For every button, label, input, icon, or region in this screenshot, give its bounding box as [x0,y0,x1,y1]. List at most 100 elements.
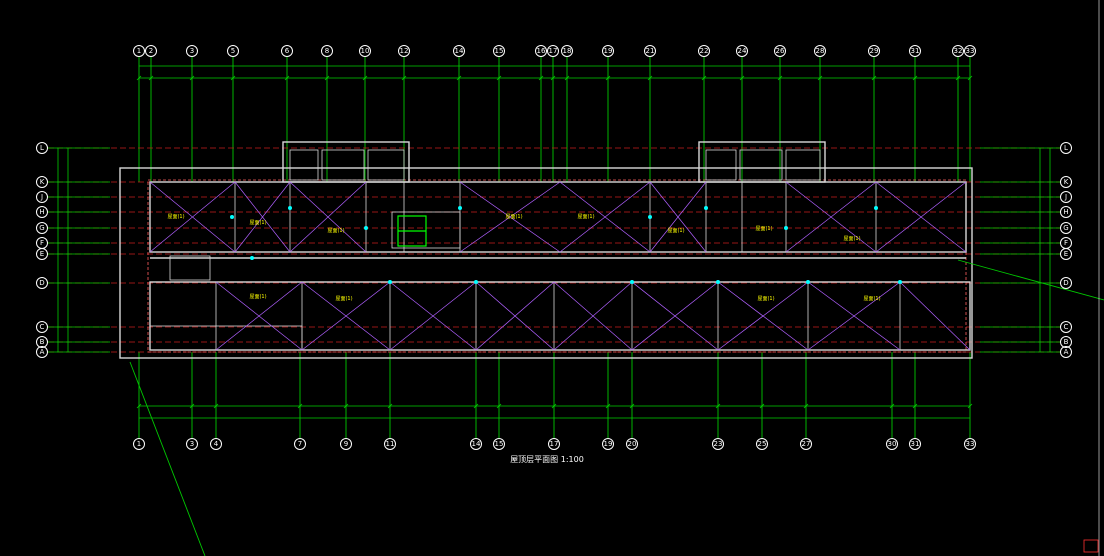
axis-bottom-23: 23 [712,438,724,450]
axis-right-H: H [1060,206,1072,218]
svg-text:30: 30 [888,440,897,448]
svg-text:15: 15 [495,440,504,448]
axis-bottom-17: 17 [548,438,560,450]
axis-left-G: G [36,222,48,234]
dimension-lines [57,65,1051,419]
svg-text:E: E [1064,250,1068,258]
svg-text:17: 17 [550,440,559,448]
svg-text:C: C [40,323,45,331]
axis-bottom-14: 14 [470,438,482,450]
axis-bottom-19: 19 [602,438,614,450]
axis-top-8: 8 [321,45,333,57]
title-block-stamp [1083,539,1099,553]
svg-text:29: 29 [870,47,879,55]
svg-text:6: 6 [285,47,290,55]
axis-bottom-25: 25 [756,438,768,450]
axis-left-F: F [36,237,48,249]
svg-text:2: 2 [149,47,153,55]
svg-text:21: 21 [646,47,655,55]
svg-text:1: 1 [137,47,141,55]
axis-top-31: 31 [909,45,921,57]
axis-right-F: F [1060,237,1072,249]
svg-text:16: 16 [537,47,546,55]
axis-bottom-15: 15 [493,438,505,450]
axis-bottom-20: 20 [626,438,638,450]
room-label: 屋面(1) [843,236,860,242]
axis-left-A: A [36,346,48,358]
drawing-title: 屋顶层平面图 1:100 [510,455,584,464]
svg-text:14: 14 [455,47,464,55]
axis-right-J: J [1060,191,1072,203]
svg-text:33: 33 [966,440,975,448]
axis-top-14: 14 [453,45,465,57]
svg-text:K: K [40,178,45,186]
axis-top-21: 21 [644,45,656,57]
room-label: 屋面(1) [167,214,184,220]
room-label: 屋面(1) [249,294,266,300]
svg-text:19: 19 [604,440,613,448]
svg-text:J: J [40,193,43,201]
svg-text:C: C [1064,323,1069,331]
axis-left-H: H [36,206,48,218]
svg-text:14: 14 [472,440,481,448]
svg-text:D: D [39,279,44,287]
axis-top-33: 33 [964,45,976,57]
axis-bottom-33: 33 [964,438,976,450]
svg-text:H: H [1063,208,1068,216]
svg-text:5: 5 [231,47,235,55]
room-label: 屋面(1) [505,214,522,220]
axis-top-29: 29 [868,45,880,57]
svg-text:22: 22 [700,47,709,55]
svg-text:33: 33 [966,47,975,55]
axis-top-32: 32 [952,45,964,57]
axis-right-E: E [1060,248,1072,260]
axis-bottom-4: 4 [210,438,222,450]
axis-right-K: K [1060,176,1072,188]
svg-text:K: K [1064,178,1069,186]
axis-left-D: D [36,277,48,289]
axis-top-10: 10 [359,45,371,57]
axis-top-15: 15 [493,45,505,57]
svg-text:H: H [39,208,44,216]
axis-bottom-27: 27 [800,438,812,450]
room-labels: 屋面(1)屋面(1)屋面(1)屋面(1)屋面(1)屋面(1)屋面(1)屋面(1)… [167,214,880,302]
svg-text:12: 12 [400,47,409,55]
axis-top-1: 1 [133,45,145,57]
svg-text:9: 9 [344,440,348,448]
svg-text:17: 17 [549,47,558,55]
svg-text:1: 1 [137,440,141,448]
axis-top-26: 26 [774,45,786,57]
room-label: 屋面(1) [577,214,594,220]
axis-left-L: L [36,142,48,154]
axis-top-18: 18 [561,45,573,57]
axis-top-28: 28 [814,45,826,57]
axis-left-K: K [36,176,48,188]
svg-text:15: 15 [495,47,504,55]
svg-text:G: G [1063,224,1068,232]
axis-left-E: E [36,248,48,260]
svg-text:J: J [1064,193,1067,201]
svg-text:19: 19 [604,47,613,55]
svg-text:28: 28 [816,47,825,55]
svg-text:8: 8 [325,47,329,55]
svg-text:D: D [1063,279,1068,287]
svg-text:A: A [1064,348,1069,356]
svg-text:11: 11 [386,440,395,448]
svg-text:24: 24 [738,47,747,55]
axis-right-L: L [1060,142,1072,154]
axis-top-17: 17 [547,45,559,57]
axis-left-C: C [36,321,48,333]
svg-text:3: 3 [190,440,194,448]
svg-text:4: 4 [214,440,219,448]
room-label: 屋面(1) [249,220,266,226]
svg-text:25: 25 [758,440,767,448]
room-label: 屋面(1) [863,296,880,302]
roof-slope-lines [149,181,971,351]
svg-text:10: 10 [361,47,370,55]
axis-top-19: 19 [602,45,614,57]
svg-text:26: 26 [776,47,785,55]
axis-top-2: 2 [145,45,157,57]
svg-text:G: G [39,224,44,232]
